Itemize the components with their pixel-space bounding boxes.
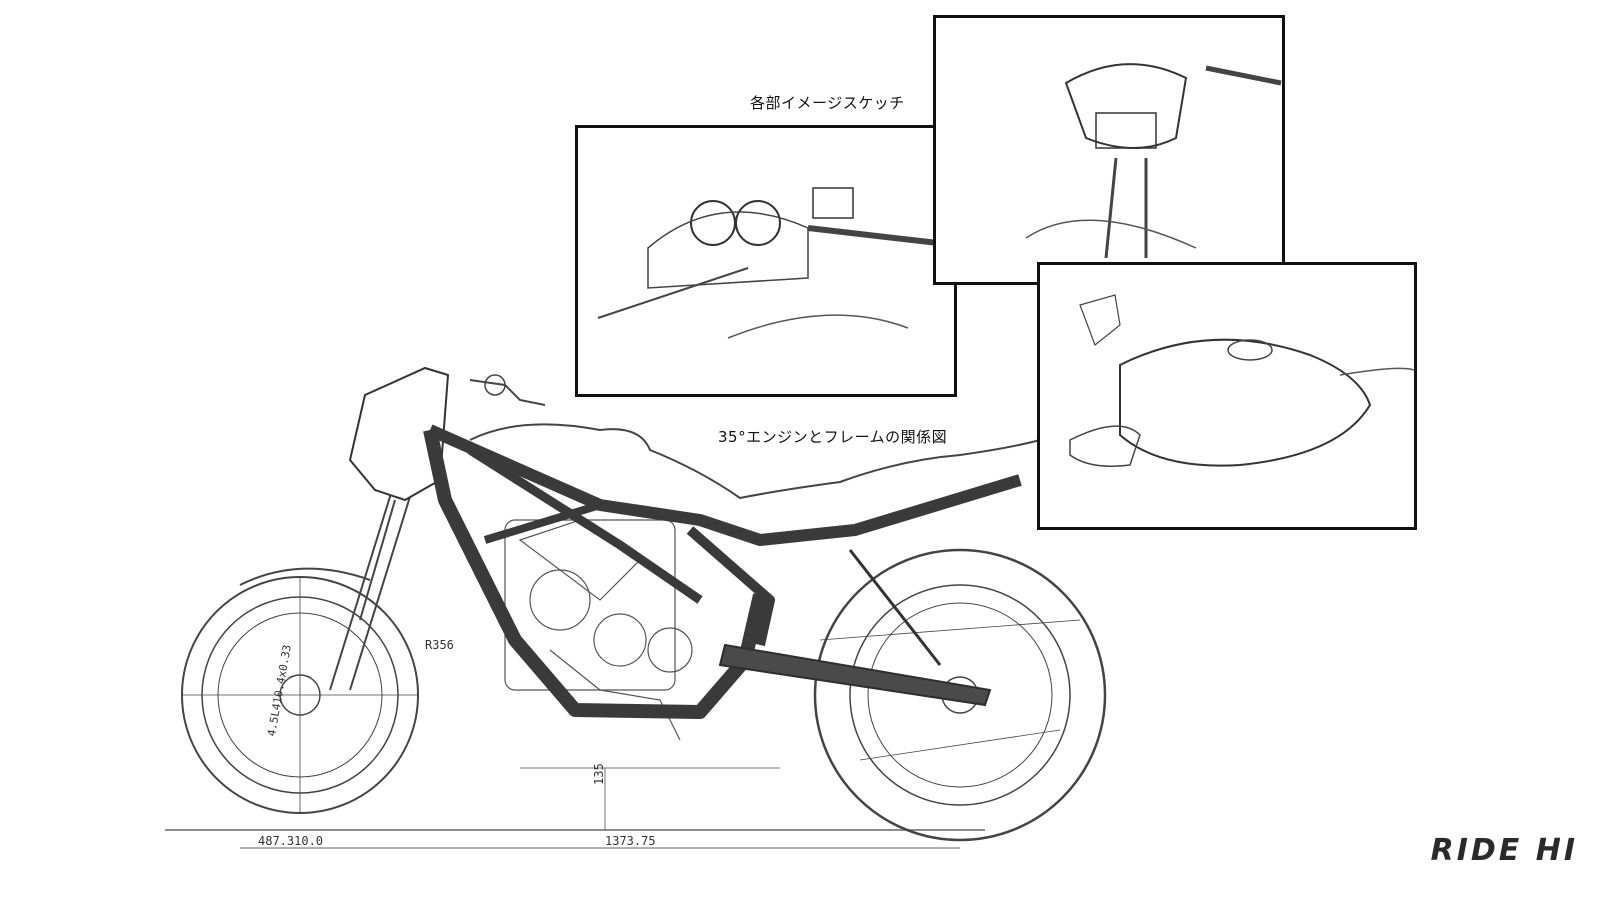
brand-logo: RIDE HI	[1430, 833, 1578, 868]
swingarm	[718, 643, 992, 707]
dim-wheelbase: 1373.75	[605, 834, 656, 848]
sketch-panel-cockpit	[575, 125, 957, 397]
tank-sketch	[1069, 294, 1414, 467]
main-frame	[423, 424, 1022, 719]
handlebar	[469, 379, 546, 406]
front-wheel	[181, 567, 419, 814]
dim-radius: R356	[425, 638, 454, 652]
rear-shock	[848, 549, 942, 666]
sketch-panel-fairing	[933, 15, 1285, 285]
cockpit-sketch	[597, 187, 939, 339]
tank-seat-outline	[469, 423, 1041, 500]
fairing-sketch	[1025, 63, 1282, 259]
caption-sketches: 各部イメージスケッチ	[750, 94, 905, 112]
dim-height: 135	[592, 763, 606, 785]
caption-relation: 35°エンジンとフレームの関係図	[718, 428, 948, 446]
mirror-mount	[484, 374, 506, 396]
sketch-panel-tank	[1037, 262, 1417, 530]
dim-front: 487.310.0	[258, 834, 324, 848]
front-fairing	[348, 366, 450, 502]
